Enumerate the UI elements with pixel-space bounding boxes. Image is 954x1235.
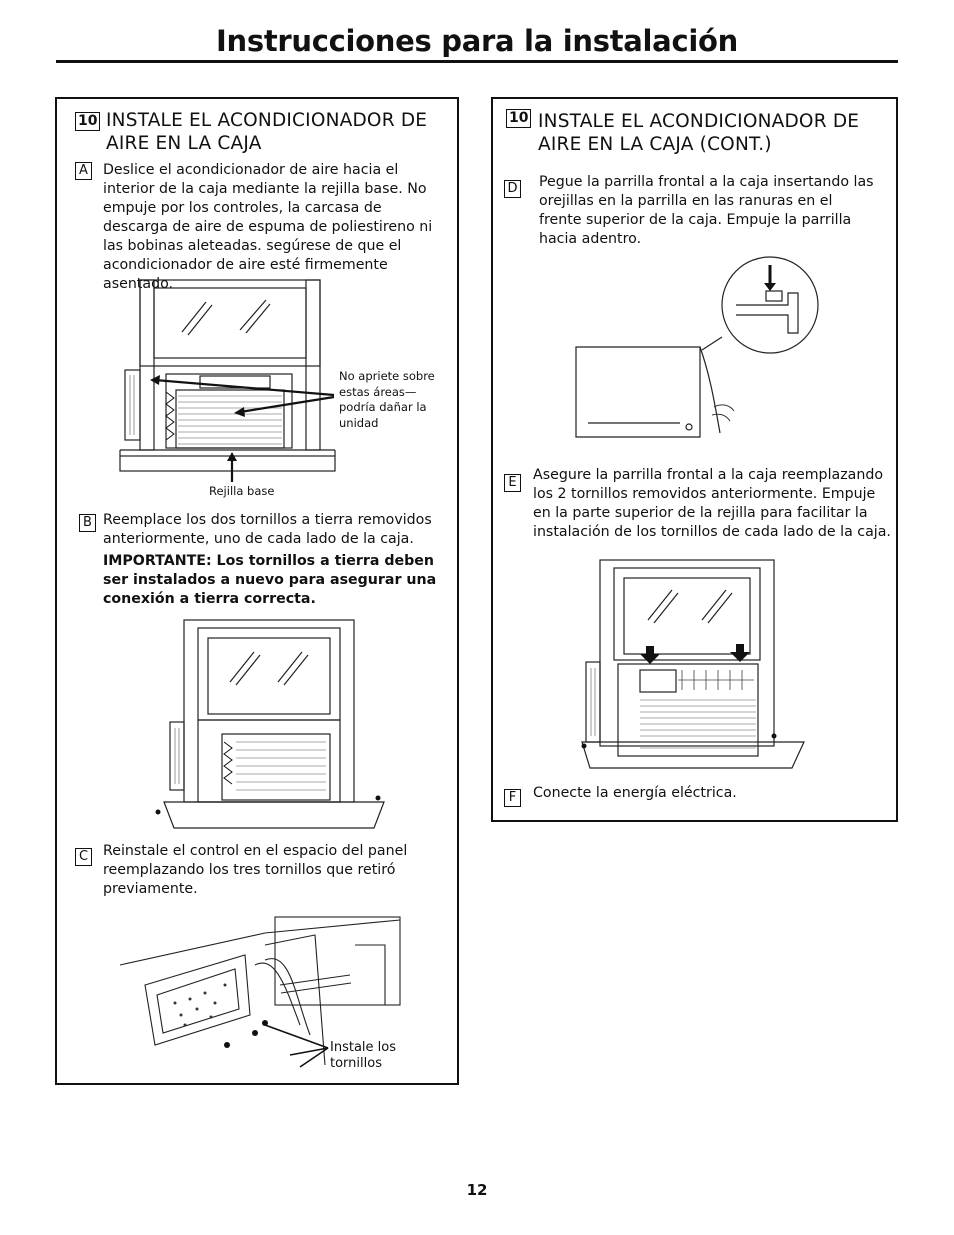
figure-ground-screws [155,619,385,829]
step-c-text: Reinstale el control en el espacio del p… [103,843,408,897]
left-step-number: 10 [75,112,101,131]
right-heading-line1: INSTALE EL ACONDICIONADOR DE [538,111,860,132]
callout-warning: No apriete sobre estas áreas—podría daña… [339,369,435,430]
step-b-text: Reemplace los dos tornillos a tierra rem… [103,512,432,547]
figure-ac-installed [581,559,805,769]
step-d-text: Pegue la parrilla frontal a la caja inse… [539,174,874,247]
title-rule [56,60,898,63]
right-step-number: 10 [506,109,532,128]
step-letter-d: D [504,180,521,198]
callout-base-grille: Rejilla base [209,484,275,498]
left-panel [55,97,459,1085]
right-heading-line2: AIRE EN LA CAJA (CONT.) [538,134,772,155]
left-heading-line2: AIRE EN LA CAJA [106,133,262,154]
figure-ac-in-case [119,279,336,472]
step-a-text: Deslice el acondicionador de aire hacia … [103,162,433,292]
figure-front-grille [575,256,819,438]
callout-install-screws: Instale los tornillos [330,1040,396,1071]
step-letter-c: C [75,848,92,866]
figure-control-panel [119,916,401,1068]
step-b-important: IMPORTANTE: Los tornillos a tierra deben… [103,553,437,607]
page-number: 12 [466,1181,488,1199]
step-letter-b: B [79,514,96,532]
left-heading-line1: INSTALE EL ACONDICIONADOR DE [106,110,428,131]
step-e-text: Asegure la parrilla frontal a la caja re… [533,467,891,540]
step-letter-f: F [504,789,521,807]
step-letter-e: E [504,474,521,492]
right-panel [491,97,898,822]
step-letter-a: A [75,162,92,180]
page-title: Instrucciones para la instalación [216,24,738,58]
step-f-text: Conecte la energía eléctrica. [533,785,737,801]
